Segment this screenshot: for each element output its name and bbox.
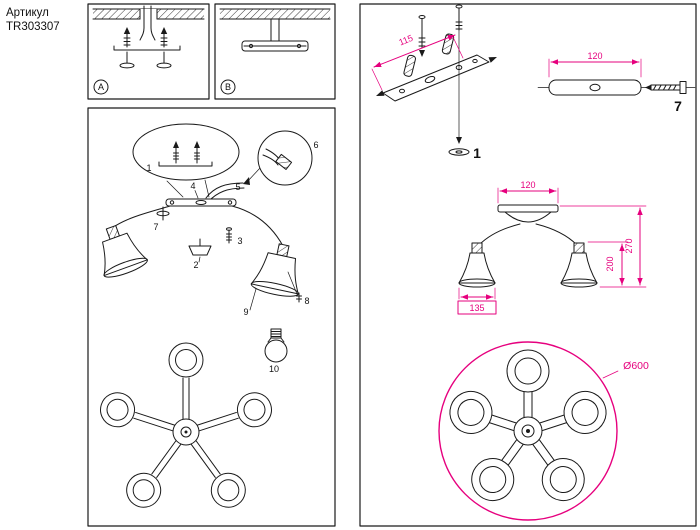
arm-left bbox=[478, 223, 521, 246]
part-label-screw-1: 1 bbox=[473, 145, 481, 161]
up-arrow-icon bbox=[173, 141, 179, 148]
panel-b-badge bbox=[220, 79, 236, 95]
ceiling-bar bbox=[497, 204, 559, 213]
step-label-2: 2 bbox=[193, 260, 198, 270]
mounting-screws-up bbox=[123, 27, 168, 48]
step-label-4: 4 bbox=[190, 181, 195, 191]
lamp-arm-left bbox=[102, 205, 171, 278]
dim-diameter: Ø600 bbox=[623, 360, 649, 372]
central-bracket bbox=[165, 190, 237, 207]
shade-front-right bbox=[560, 242, 598, 288]
dimension-panel: 1 115 120 bbox=[359, 3, 697, 527]
ceiling-hatch bbox=[92, 8, 205, 20]
step-label-1: 1 bbox=[146, 163, 151, 173]
down-arrow-icon bbox=[456, 137, 462, 144]
dim-115: 115 bbox=[397, 33, 414, 48]
panel-b: B bbox=[214, 3, 336, 100]
panel-a: A bbox=[87, 3, 210, 100]
bracket-3d-view: 1 115 bbox=[371, 4, 497, 161]
mounting-bracket-profile bbox=[113, 45, 181, 51]
top-view: Ø600 bbox=[438, 341, 649, 521]
dimension-frame bbox=[359, 3, 697, 527]
assembly-panel: 1 2 3 4 5 6 7 8 9 10 bbox=[87, 107, 336, 527]
axis-arrow-icon bbox=[488, 57, 497, 63]
diameter-circle bbox=[438, 341, 618, 521]
socket-shade-callouts bbox=[249, 271, 302, 311]
step-label-8: 8 bbox=[304, 296, 309, 306]
assembly-frame bbox=[87, 107, 336, 527]
panel-b-label: B bbox=[225, 82, 231, 92]
ceiling-hatch bbox=[219, 8, 331, 20]
mounting-strap bbox=[382, 54, 490, 102]
panel-b-frame bbox=[214, 3, 336, 100]
up-arrow-icon bbox=[194, 141, 200, 148]
panel-a-frame bbox=[87, 3, 210, 100]
dim-120-strap: 120 bbox=[587, 51, 602, 61]
step-label-3: 3 bbox=[237, 236, 242, 246]
lamp-arm-right bbox=[231, 205, 299, 297]
up-arrow-icon bbox=[160, 27, 168, 34]
step-label-10: 10 bbox=[269, 364, 279, 374]
strap-side-view: 120 7 bbox=[537, 51, 696, 114]
axis-arrow-icon bbox=[376, 90, 385, 96]
front-view: 120 135 270 200 bbox=[457, 180, 647, 315]
step-label-9: 9 bbox=[243, 307, 248, 317]
cover-part bbox=[188, 238, 212, 263]
lamp-shade-left bbox=[102, 225, 148, 278]
up-arrow-icon bbox=[123, 27, 131, 34]
hanging-fasteners bbox=[119, 51, 172, 69]
dim-135: 135 bbox=[469, 303, 484, 313]
arrow-icon bbox=[243, 177, 250, 185]
part-label-screw-7: 7 bbox=[674, 98, 682, 114]
article-number: TR303307 bbox=[6, 21, 60, 33]
washer-part bbox=[156, 206, 170, 221]
step-label-7: 7 bbox=[153, 222, 158, 232]
step-label-5: 5 bbox=[235, 182, 240, 192]
screw-7 bbox=[645, 81, 687, 94]
step-label-6: 6 bbox=[313, 140, 318, 150]
detail-bubble-mounting bbox=[132, 123, 240, 198]
dim-270: 270 bbox=[624, 238, 634, 253]
panel-a-badge bbox=[93, 79, 109, 95]
dim-200: 200 bbox=[605, 256, 615, 271]
article-label: Артикул bbox=[6, 7, 49, 19]
step-labels: 1 2 3 4 5 6 7 8 9 10 bbox=[146, 140, 318, 374]
shade-front-left bbox=[458, 242, 496, 288]
assembly-top-view bbox=[95, 342, 277, 515]
hanging-wires bbox=[139, 5, 156, 41]
lamp-shade-right bbox=[250, 243, 299, 297]
arm-right bbox=[535, 223, 578, 246]
light-bulb bbox=[264, 328, 288, 363]
dim-120-bracket: 120 bbox=[520, 180, 535, 190]
canopy-dome bbox=[504, 211, 552, 223]
detail-bubble-wiring bbox=[246, 130, 313, 186]
screw-part bbox=[226, 227, 232, 244]
canopy-bar bbox=[241, 40, 309, 52]
header: Артикул TR303307 bbox=[6, 7, 60, 33]
panel-a-label: A bbox=[98, 82, 104, 92]
strap-bar bbox=[548, 79, 642, 96]
